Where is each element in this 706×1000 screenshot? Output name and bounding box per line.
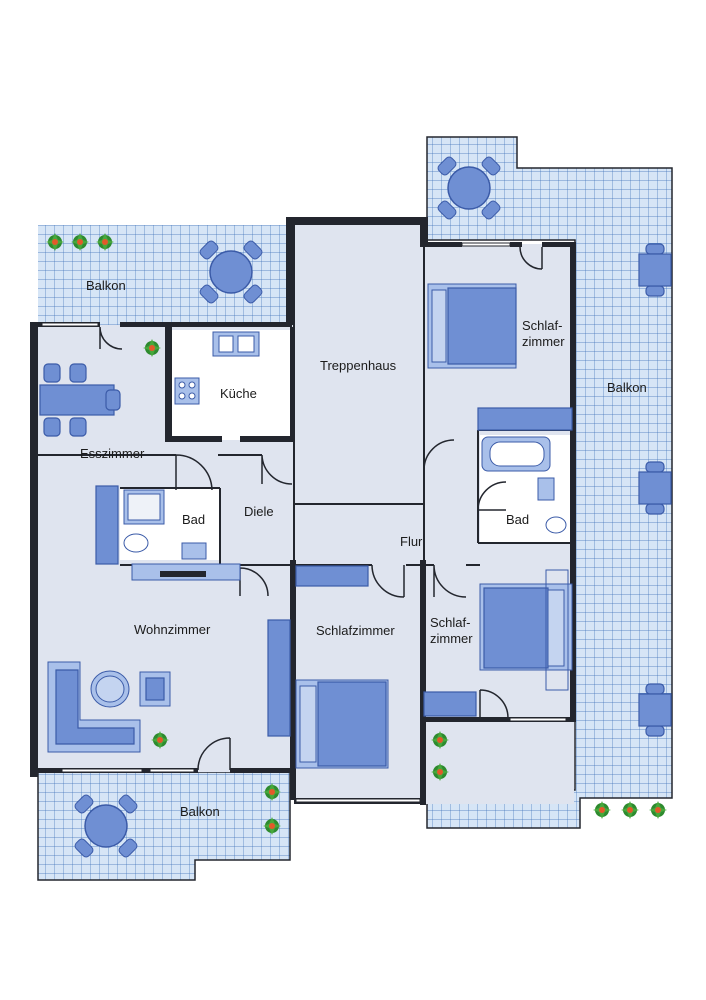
label-esszimmer: Esszimmer <box>80 446 145 461</box>
label-schlafzimmer-middle: Schlafzimmer <box>316 623 395 638</box>
label-diele: Diele <box>244 504 274 519</box>
bathroom-right-icons <box>481 436 567 534</box>
label-schlafzimmer-top-right-2: zimmer <box>522 334 565 349</box>
sofa-icon <box>47 619 291 753</box>
label-treppenhaus: Treppenhaus <box>320 358 397 373</box>
label-bad-left: Bad <box>182 512 205 527</box>
label-balkon-top-left: Balkon <box>86 278 126 293</box>
balcony-bottom-left <box>37 771 291 881</box>
tv-sideboard-icon <box>131 563 241 581</box>
label-bad-right: Bad <box>506 512 529 527</box>
label-balkon-bottom-left: Balkon <box>180 804 220 819</box>
label-schlafzimmer-right-2: zimmer <box>430 631 473 646</box>
bathroom-left-icons <box>95 485 207 565</box>
kitchen-icons <box>174 331 260 405</box>
label-balkon-right: Balkon <box>607 380 647 395</box>
label-wohnzimmer: Wohnzimmer <box>134 622 211 637</box>
room-labels: Balkon Esszimmer Küche Treppenhaus Schla… <box>80 278 647 819</box>
label-flur: Flur <box>400 534 423 549</box>
windows <box>41 242 567 803</box>
label-schlafzimmer-right-1: Schlaf- <box>430 615 470 630</box>
esszimmer-table-icon <box>39 363 121 437</box>
label-kueche: Küche <box>220 386 257 401</box>
balcony-right <box>426 136 673 829</box>
bed-icons <box>295 283 573 769</box>
label-schlafzimmer-top-right-1: Schlaf- <box>522 318 562 333</box>
